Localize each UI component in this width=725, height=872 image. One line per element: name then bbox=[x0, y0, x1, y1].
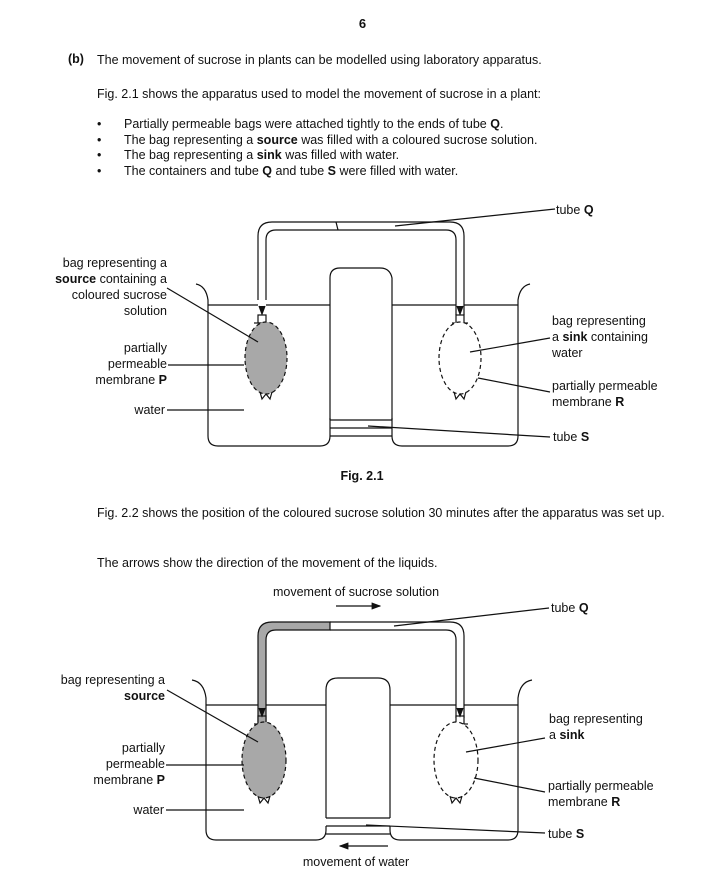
fig1-label-membrane-p-3: membrane P bbox=[95, 373, 167, 387]
bullet-text: Partially permeable bags were attached t… bbox=[124, 117, 491, 131]
fig2-label-membrane-p-3: membrane P bbox=[93, 773, 165, 787]
fig2-label-tube-s: tube S bbox=[548, 827, 584, 841]
fig1-label-source-1: bag representing a bbox=[63, 256, 167, 270]
fig2-tube-q bbox=[330, 621, 465, 718]
bullet-dot: • bbox=[97, 117, 102, 131]
fig2-source-bag bbox=[241, 715, 287, 805]
fig1-label-sink-2: a sink containing bbox=[552, 330, 648, 344]
bullet-text: The containers and tube bbox=[124, 163, 263, 178]
fig1-intro-paragraph: Fig. 2.1 shows the apparatus used to mod… bbox=[97, 87, 542, 101]
bullet-text: were filled with water. bbox=[335, 163, 459, 178]
fig1-label-tube-s: tube S bbox=[553, 430, 589, 444]
bullet-item: • The bag representing a source was fille… bbox=[97, 133, 697, 149]
bullet-bold: sink bbox=[256, 148, 282, 162]
bullet-dot: • bbox=[97, 132, 102, 147]
fig2-label-source-1: bag representing a bbox=[61, 673, 165, 687]
fig1-label-membrane-r-2: membrane R bbox=[552, 395, 624, 409]
fig1-tube-q bbox=[257, 221, 465, 315]
fig1-label-tube-q: tube Q bbox=[556, 203, 594, 217]
fig1-label-sink-1: bag representing bbox=[552, 314, 646, 328]
fig1-caption: Fig. 2.1 bbox=[340, 469, 383, 483]
fig2-label-tube-q: tube Q bbox=[551, 601, 589, 615]
fig1-right-container bbox=[391, 283, 531, 447]
bullet-item: • The bag representing a sink was filled … bbox=[97, 148, 697, 164]
bullet-bold: Q bbox=[262, 163, 273, 178]
fig2-label-membrane-r-2: membrane R bbox=[548, 795, 620, 809]
fig2-label-water: water bbox=[132, 803, 164, 817]
fig1-label-source-3: coloured sucrose bbox=[72, 288, 167, 302]
fig1-label-sink-3: water bbox=[551, 346, 583, 360]
fig1-label-membrane-p-1: partially bbox=[124, 341, 168, 355]
arrows-paragraph: The arrows show the direction of the mov… bbox=[97, 556, 438, 570]
fig1-source-bag bbox=[244, 314, 288, 401]
bullet-bold: S bbox=[327, 163, 336, 178]
fig2-label-membrane-p-1: partially bbox=[122, 741, 166, 755]
fig1-sink-bag bbox=[438, 314, 482, 401]
fig2-label-source-2: source bbox=[124, 689, 165, 703]
fig2-label-membrane-r-1: partially permeable bbox=[548, 779, 654, 793]
bullet-text: . bbox=[499, 117, 504, 131]
bullet-text: was filled with water. bbox=[281, 148, 400, 162]
bullet-text: The bag representing a bbox=[124, 132, 257, 147]
bullet-text: The bag representing a bbox=[124, 148, 257, 162]
fig1-label-membrane-r-1: partially permeable bbox=[552, 379, 658, 393]
fig2-intro-paragraph: Fig. 2.2 shows the position of the colou… bbox=[97, 506, 665, 520]
fig2-label-membrane-p-2: permeable bbox=[106, 757, 165, 771]
fig1-tube-s bbox=[330, 419, 392, 437]
fig2-label-sink-1: bag representing bbox=[549, 712, 643, 726]
bullet-dot: • bbox=[97, 163, 102, 178]
bullet-text: was filled with a coloured sucrose solut… bbox=[297, 132, 538, 147]
bullet-dot: • bbox=[97, 148, 102, 162]
fig1-diagram bbox=[166, 208, 556, 447]
fig2-label-movement-sucrose: movement of sucrose solution bbox=[273, 585, 439, 599]
fig1-label-water: water bbox=[133, 403, 165, 417]
bullet-item: • The containers and tube Q and tube S we… bbox=[97, 164, 697, 180]
fig2-label-movement-water: movement of water bbox=[303, 855, 409, 869]
bullet-list: • Partially permeable bags were attached … bbox=[97, 117, 697, 179]
bullet-bold: Q bbox=[490, 117, 500, 131]
fig1-label-source-2: source containing a bbox=[55, 272, 167, 286]
fig2-tube-q-filled bbox=[257, 621, 331, 723]
bullet-bold: source bbox=[256, 132, 298, 147]
fig1-label-membrane-p-2: permeable bbox=[108, 357, 167, 371]
fig1-label-source-4: solution bbox=[124, 304, 167, 318]
page-number: 6 bbox=[358, 16, 367, 31]
bullet-item: • Partially permeable bags were attached … bbox=[97, 117, 697, 133]
fig1-left-container bbox=[195, 283, 331, 447]
bullet-text: and tube bbox=[272, 163, 328, 178]
intro-paragraph: The movement of sucrose in plants can be… bbox=[97, 53, 542, 67]
question-part-label: (b) bbox=[68, 52, 84, 66]
fig2-sink-bag bbox=[433, 715, 479, 805]
fig2-label-sink-2: a sink bbox=[549, 728, 584, 742]
fig2-diagram bbox=[166, 602, 550, 850]
